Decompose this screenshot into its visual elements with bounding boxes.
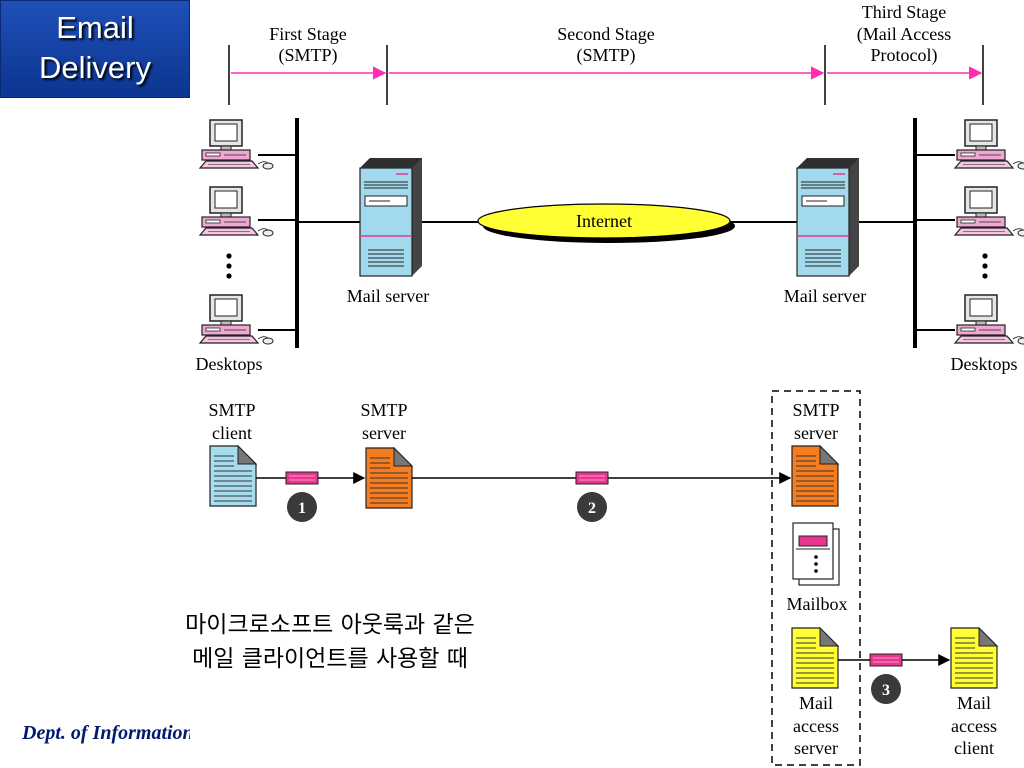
right-desktop-2 — [954, 186, 1024, 237]
left-desktop-1 — [199, 119, 274, 170]
mailbox-label: Mailbox — [787, 594, 848, 614]
slide-title: Email Delivery — [0, 0, 190, 98]
mail-access-client-label-line3: client — [954, 738, 994, 758]
right-desktops-label: Desktops — [951, 354, 1018, 374]
second-stage-label-line2: (SMTP) — [576, 45, 635, 66]
message-tag-3 — [869, 653, 903, 667]
left-desktops-label: Desktops — [196, 354, 263, 374]
message-tag-1 — [285, 471, 319, 485]
left-desktop-2 — [199, 186, 274, 237]
mail-access-server-label-line3: server — [794, 738, 838, 758]
step-badge-3: 3 — [871, 674, 901, 704]
mail-access-client-label-line2: access — [951, 716, 997, 736]
slide-title-line2: Delivery — [39, 50, 151, 85]
second-stage-label-line1: Second Stage — [557, 24, 654, 44]
mail-access-server-label-line2: access — [793, 716, 839, 736]
internet-label: Internet — [576, 211, 632, 231]
slide-title-line1: Email — [56, 10, 134, 45]
third-stage-label-line2: (Mail Access — [857, 24, 951, 45]
message-flow: SMTP client SMTP server SMTP server Mail… — [208, 390, 999, 766]
right-desktop-3 — [954, 294, 1024, 345]
right-mail-server-label: Mail server — [784, 286, 866, 306]
network-topology: Internet Mail server Mail server Desktop… — [196, 118, 1024, 374]
mail-access-server-document — [791, 626, 840, 689]
stage-labels: First Stage (SMTP) Second Stage (SMTP) T… — [269, 2, 951, 66]
third-stage-label-line3: Protocol) — [871, 45, 938, 66]
smtp-server-1-label-line1: SMTP — [360, 400, 407, 420]
smtp-client-label-line2: client — [212, 423, 252, 443]
smtp-server-2-label-line1: SMTP — [792, 400, 839, 420]
left-ellipsis — [226, 253, 232, 279]
korean-note-line2: 메일 클라이언트를 사용할 때 — [192, 646, 468, 672]
smtp-server-1-label-line2: server — [362, 423, 406, 443]
internet-cloud: Internet — [477, 203, 735, 243]
step-badge-2: 2 — [577, 492, 607, 522]
receiver-mail-server-box — [771, 390, 861, 766]
smtp-client-label-line1: SMTP — [208, 400, 255, 420]
step-number-1: 1 — [298, 500, 306, 517]
left-mail-server-label: Mail server — [347, 286, 429, 306]
mailbox-icon — [792, 522, 840, 586]
smtp-server-1-document — [365, 446, 414, 509]
mail-access-client-label-line1: Mail — [957, 693, 991, 713]
left-desktop-3 — [199, 294, 274, 345]
korean-note-line1: 마이크로소프트 아웃룩과 같은 — [185, 612, 475, 638]
mail-access-server-label-line1: Mail — [799, 693, 833, 713]
first-stage-label-line2: (SMTP) — [278, 45, 337, 66]
smtp-server-2-document — [791, 444, 840, 507]
stage-timeline — [228, 45, 984, 105]
message-tag-2 — [575, 471, 609, 485]
first-stage-label-line1: First Stage — [269, 24, 347, 44]
right-ellipsis — [982, 253, 988, 279]
smtp-server-2-label-line2: server — [794, 423, 838, 443]
third-stage-label-line1: Third Stage — [862, 2, 946, 22]
right-mail-server-icon — [796, 157, 860, 277]
left-mail-server-icon — [359, 157, 423, 277]
mail-access-client-document — [950, 626, 999, 689]
step-number-3: 3 — [882, 682, 890, 699]
step-number-2: 2 — [588, 500, 596, 517]
step-badge-1: 1 — [287, 492, 317, 522]
footer-department: Dept. of Information — [22, 722, 190, 744]
smtp-client-document — [209, 444, 258, 507]
right-desktop-1 — [954, 119, 1024, 170]
korean-note: 마이크로소프트 아웃룩과 같은 메일 클라이언트를 사용할 때 — [110, 608, 550, 676]
